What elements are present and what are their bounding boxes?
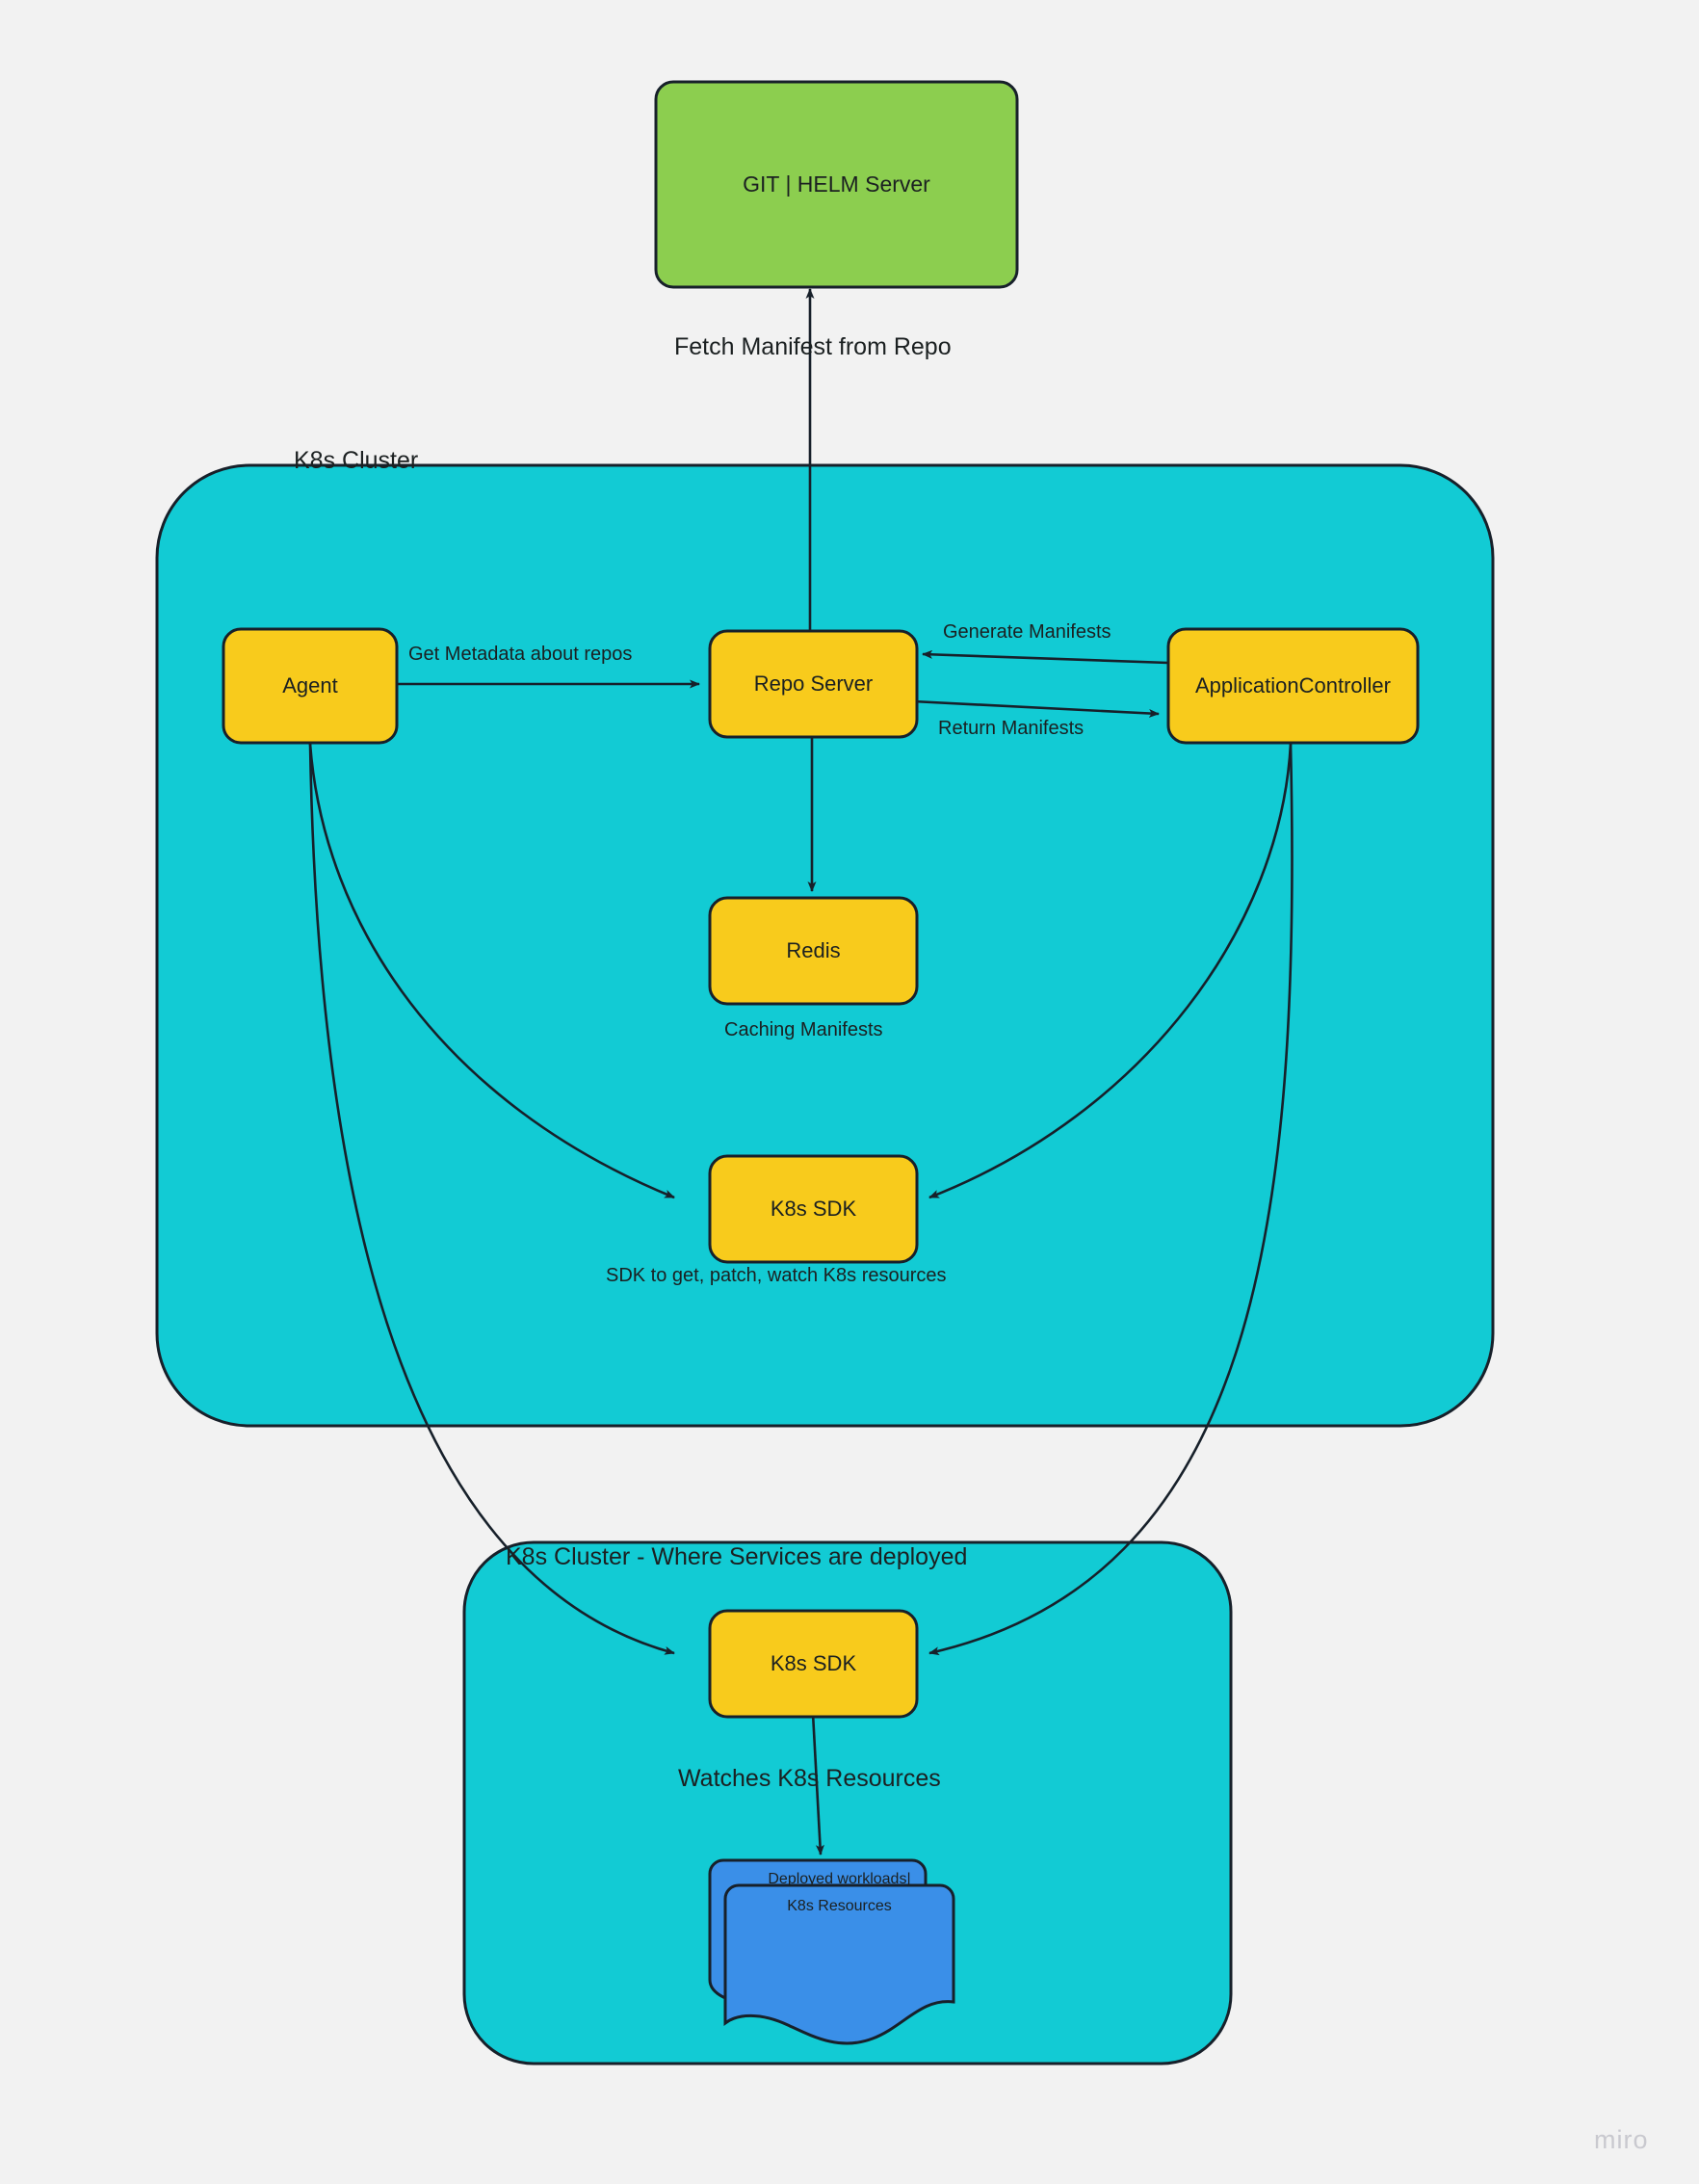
edge-agent-to-sdk-upper xyxy=(308,743,675,1199)
miro-watermark: miro xyxy=(1594,2125,1649,2154)
cluster-upper-label: K8s Cluster xyxy=(294,447,419,474)
edge-controller-to-sdk-upper xyxy=(928,743,1293,1199)
workloads-front-sheet[interactable] xyxy=(723,1883,955,2045)
agent-shape[interactable] xyxy=(222,627,399,745)
edge-agent-to-sdk-lower xyxy=(308,743,675,1655)
edge-label-return-manifests: Return Manifests xyxy=(938,718,1085,739)
cluster-lower-shape[interactable] xyxy=(462,1540,1233,2066)
edge-label-sdk-description: SDK to get, patch, watch K8s resources xyxy=(606,1265,947,1286)
cluster-lower-label: K8s Cluster - Where Services are deploye… xyxy=(506,1543,968,1570)
k8s-sdk-lower-shape[interactable] xyxy=(708,1609,919,1719)
redis-shape[interactable] xyxy=(708,896,919,1006)
edge-sdk-to-workloads xyxy=(810,1695,824,1855)
edge-label-watches-resources: Watches K8s Resources xyxy=(678,1765,941,1792)
edge-controller-to-sdk-lower xyxy=(928,743,1294,1656)
edge-return-manifests xyxy=(912,699,1160,718)
application-controller-shape[interactable] xyxy=(1166,627,1420,745)
repo-server-shape[interactable] xyxy=(708,629,919,739)
git-server-shape[interactable] xyxy=(654,80,1019,289)
edge-label-caching-manifests: Caching Manifests xyxy=(724,1019,883,1040)
k8s-sdk-upper-shape[interactable] xyxy=(708,1154,919,1264)
edge-generate-manifests xyxy=(922,649,1169,665)
edge-label-generate-manifests: Generate Manifests xyxy=(943,621,1111,643)
edge-label-fetch-manifest: Fetch Manifest from Repo xyxy=(674,333,952,360)
edge-label-get-metadata: Get Metadata about repos xyxy=(408,644,633,665)
